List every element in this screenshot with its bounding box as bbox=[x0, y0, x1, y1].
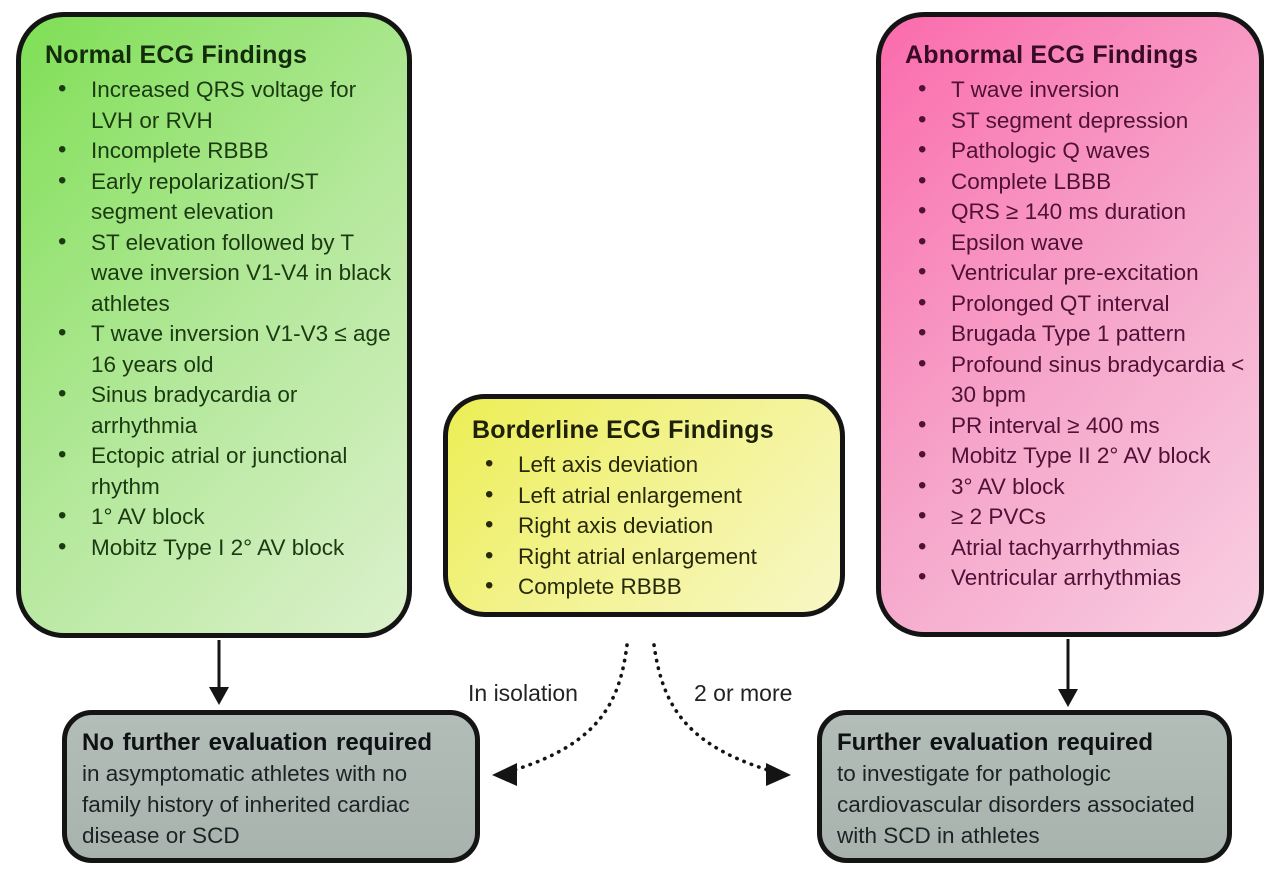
finding-item: ST elevation followed by T wave inversio… bbox=[45, 227, 393, 320]
finding-item: Left atrial enlargement bbox=[472, 480, 826, 512]
in-isolation-label: In isolation bbox=[468, 680, 578, 706]
abnormal-ecg-findings-box: Abnormal ECG Findings T wave inversionST… bbox=[876, 12, 1264, 637]
finding-item: 3° AV block bbox=[905, 471, 1245, 503]
borderline-ecg-findings-box: Borderline ECG Findings Left axis deviat… bbox=[443, 394, 845, 617]
finding-item: Brugada Type 1 pattern bbox=[905, 318, 1245, 350]
borderline-to-no-eval-dotted-arrow bbox=[492, 643, 629, 786]
finding-item: Epsilon wave bbox=[905, 227, 1245, 259]
borderline-findings-list: Left axis deviationLeft atrial enlargeme… bbox=[472, 449, 826, 603]
borderline-box-title: Borderline ECG Findings bbox=[472, 416, 774, 444]
abnormal-findings-list: T wave inversionST segment depressionPat… bbox=[905, 74, 1245, 594]
finding-item: Early repolarization/ST segment elevatio… bbox=[45, 166, 393, 228]
no-eval-headline: No further evaluation required bbox=[82, 729, 433, 756]
finding-item: Complete RBBB bbox=[472, 571, 826, 603]
two-or-more-label: 2 or more bbox=[694, 680, 793, 706]
finding-item: Incomplete RBBB bbox=[45, 135, 393, 167]
eval-headline: Further evaluation required bbox=[837, 729, 1154, 756]
finding-item: Ventricular arrhythmias bbox=[905, 562, 1245, 594]
finding-item: Ectopic atrial or junctional rhythm bbox=[45, 440, 393, 502]
finding-item: Left axis deviation bbox=[472, 449, 826, 481]
finding-item: T wave inversion V1-V3 ≤ age 16 years ol… bbox=[45, 318, 393, 380]
no-eval-body: in asymptomatic athletes with no family … bbox=[82, 761, 410, 848]
finding-item: Complete LBBB bbox=[905, 166, 1245, 198]
borderline-to-eval-dotted-arrow bbox=[652, 643, 791, 786]
finding-item: Increased QRS voltage for LVH or RVH bbox=[45, 74, 393, 136]
eval-body: to investigate for pathologic cardiovasc… bbox=[837, 761, 1195, 848]
finding-item: Pathologic Q waves bbox=[905, 135, 1245, 167]
finding-item: T wave inversion bbox=[905, 74, 1245, 106]
abnormal-box-title: Abnormal ECG Findings bbox=[905, 41, 1199, 69]
finding-item: Atrial tachyarrhythmias bbox=[905, 532, 1245, 564]
finding-item: Mobitz Type II 2° AV block bbox=[905, 440, 1245, 472]
finding-item: ST segment depression bbox=[905, 105, 1245, 137]
finding-item: Prolonged QT interval bbox=[905, 288, 1245, 320]
finding-item: Mobitz Type I 2° AV block bbox=[45, 532, 393, 564]
finding-item: Ventricular pre-excitation bbox=[905, 257, 1245, 289]
finding-item: Right atrial enlargement bbox=[472, 541, 826, 573]
normal-ecg-findings-box: Normal ECG Findings Increased QRS voltag… bbox=[16, 12, 412, 638]
finding-item: Right axis deviation bbox=[472, 510, 826, 542]
finding-item: Sinus bradycardia or arrhythmia bbox=[45, 379, 393, 441]
finding-item: 1° AV block bbox=[45, 501, 393, 533]
finding-item: Profound sinus bradycardia < 30 bpm bbox=[905, 349, 1245, 411]
normal-box-title: Normal ECG Findings bbox=[45, 41, 308, 69]
finding-item: ≥ 2 PVCs bbox=[905, 501, 1245, 533]
finding-item: QRS ≥ 140 ms duration bbox=[905, 196, 1245, 228]
finding-item: PR interval ≥ 400 ms bbox=[905, 410, 1245, 442]
abnormal-to-eval-arrow bbox=[1058, 639, 1078, 707]
no-further-evaluation-box: No further evaluation required in asympt… bbox=[62, 710, 480, 863]
normal-findings-list: Increased QRS voltage for LVH or RVHInco… bbox=[45, 74, 393, 564]
normal-to-no-eval-arrow bbox=[209, 640, 229, 705]
further-evaluation-box: Further evaluation required to investiga… bbox=[817, 710, 1232, 863]
